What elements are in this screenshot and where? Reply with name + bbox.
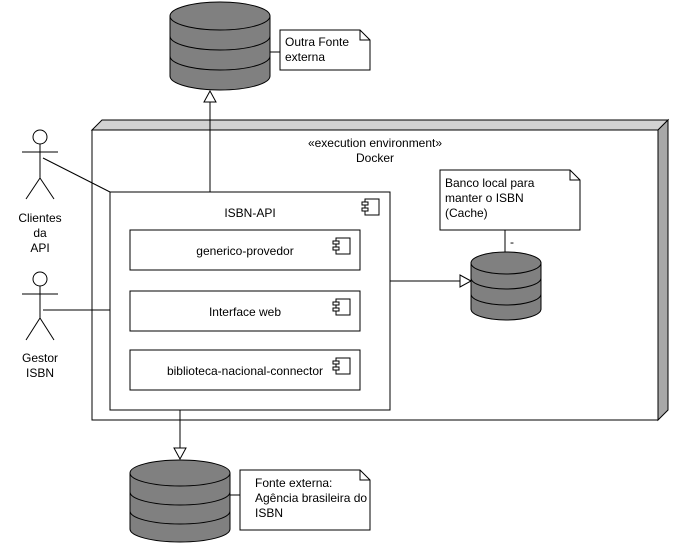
actor-label: Gestor bbox=[22, 351, 58, 365]
outra-fonte-arrowhead bbox=[203, 89, 217, 103]
actor-clientes: Clientes da API bbox=[18, 129, 62, 255]
note-fonte-externa: Fonte externa: Agência brasileira do ISB… bbox=[239, 469, 371, 531]
component-label: biblioteca-nacional-connector bbox=[167, 364, 323, 378]
clientes-connector bbox=[42, 157, 111, 193]
isbn-api-title: ISBN-API bbox=[224, 206, 275, 220]
docker-name: Docker bbox=[356, 151, 394, 165]
stick-figure-icon bbox=[22, 129, 58, 200]
component-icon bbox=[361, 198, 380, 216]
actor-label: Clientes bbox=[18, 211, 61, 225]
cache-multiplicity: - bbox=[510, 235, 514, 249]
note-line: Agência brasileira do bbox=[255, 491, 367, 505]
component-icon bbox=[332, 298, 351, 316]
component-icon bbox=[332, 357, 351, 375]
actor-label: ISBN bbox=[26, 366, 54, 380]
note-line: ISBN bbox=[255, 506, 283, 520]
actor-gestor: Gestor ISBN bbox=[22, 271, 58, 380]
note-outra-fonte: Outra Fonte externa bbox=[279, 29, 371, 71]
database-cache-icon bbox=[470, 251, 542, 321]
cache-arrowhead bbox=[459, 274, 473, 288]
actor-label: API bbox=[30, 241, 49, 255]
docker-stereotype: «execution environment» bbox=[308, 136, 442, 150]
component-icon bbox=[332, 237, 351, 255]
component-label: Interface web bbox=[209, 305, 281, 319]
connectors bbox=[42, 51, 506, 496]
database-outra-fonte-icon bbox=[169, 1, 271, 91]
note-line: externa bbox=[285, 50, 325, 64]
component-generico-provedor: generico-provedor bbox=[129, 229, 361, 271]
stick-figure-icon bbox=[22, 271, 58, 341]
note-banco-local: Banco local para manter o ISBN (Cache) bbox=[439, 169, 581, 231]
database-fonte-externa-icon bbox=[129, 459, 231, 543]
note-line: Banco local para bbox=[445, 176, 535, 190]
fonte-externa-arrowhead bbox=[173, 447, 187, 461]
note-line: Fonte externa: bbox=[255, 476, 332, 490]
note-line: Outra Fonte bbox=[285, 35, 349, 49]
note-line: manter o ISBN bbox=[445, 191, 524, 205]
component-interface-web: Interface web bbox=[129, 290, 361, 332]
note-line: (Cache) bbox=[445, 206, 488, 220]
component-biblioteca-nacional-connector: biblioteca-nacional-connector bbox=[129, 349, 361, 391]
component-label: generico-provedor bbox=[196, 244, 293, 258]
actor-label: da bbox=[33, 226, 47, 240]
